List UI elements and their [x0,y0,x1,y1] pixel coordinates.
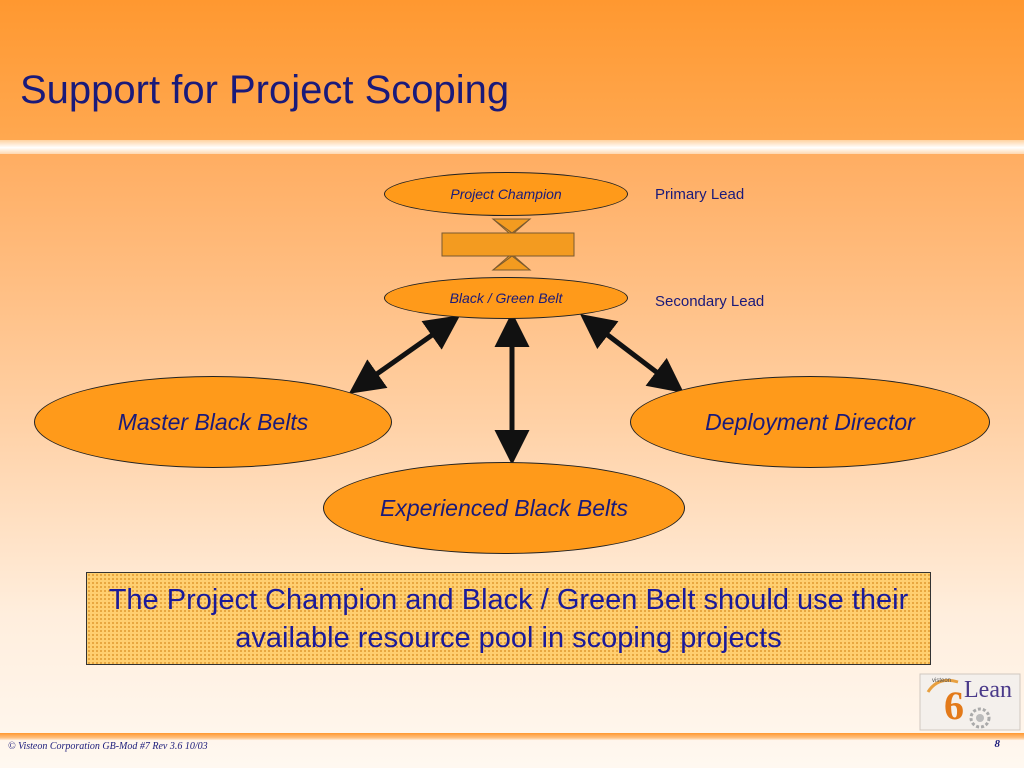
node-experienced-black-belts: Experienced Black Belts [323,462,685,554]
node-label: Project Champion [450,186,562,202]
title-bar [0,0,1024,140]
double-block-arrow [441,218,575,271]
page-number: 8 [994,738,1001,750]
node-deployment-director: Deployment Director [630,376,990,468]
footer-divider [0,733,1024,741]
six-sigma-lean-logo: visteon 6 Lean [918,672,1022,732]
node-label: Master Black Belts [117,408,309,435]
arrow-to-deployment-director [580,313,684,394]
node-label: Deployment Director [705,408,915,435]
node-label: Black / Green Belt [449,290,563,306]
node-master-black-belts: Master Black Belts [34,376,392,468]
callout-text: The Project Champion and Black / Green B… [108,583,909,654]
primary-lead-label: Primary Lead [655,186,745,203]
logo-six: 6 [944,683,964,728]
callout-box: The Project Champion and Black / Green B… [86,572,931,665]
title-divider [0,140,1024,154]
secondary-lead-label: Secondary Lead [655,293,765,310]
slide-title: Support for Project Scoping [20,68,510,112]
node-black-green-belt: Black / Green Belt [384,277,628,319]
logo-small-text: visteon [932,678,952,684]
footer-copyright: © Visteon Corporation GB-Mod #7 Rev 3.6 … [8,741,208,752]
gear-icon [919,673,1021,731]
logo-lean: Lean [964,677,1012,703]
node-project-champion: Project Champion [384,172,628,216]
arrow-to-master-black-belts [348,315,461,394]
node-label: Experienced Black Belts [379,494,628,521]
